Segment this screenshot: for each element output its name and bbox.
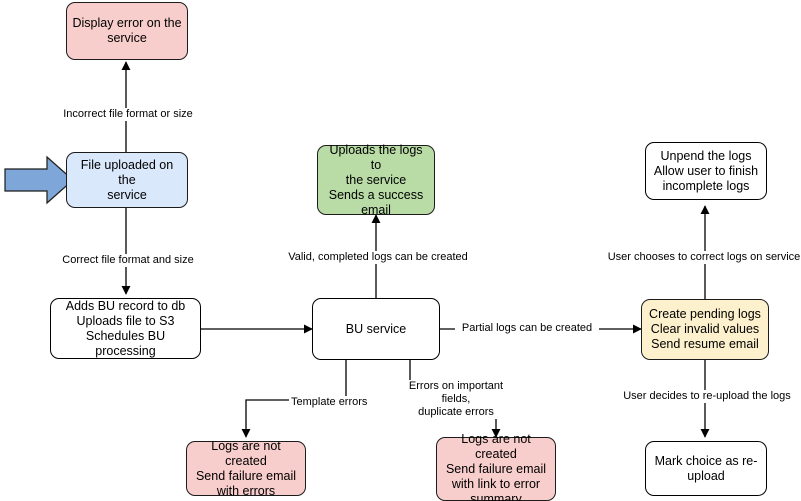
edge-label-valid-completed-logs: Valid, completed logs can be created (282, 251, 474, 264)
node-mark-choice-reupload[interactable]: Mark choice as re- upload (645, 441, 767, 496)
edge-label-correct-file-format: Correct file format and size (56, 254, 200, 267)
edge-label-template-errors: Template errors (289, 396, 381, 409)
node-logs-not-created-fields[interactable]: Logs are not created Send failure email … (436, 432, 556, 501)
edge-label-user-reupload: User decides to re-upload the logs (612, 390, 801, 403)
node-adds-bu-record[interactable]: Adds BU record to db Uploads file to S3 … (50, 298, 201, 359)
edge-label-partial-logs: Partial logs can be created (455, 322, 599, 335)
blue-entry-arrow-icon (4, 155, 74, 205)
edge-label-correct-logs-on-service: User chooses to correct logs on service (603, 251, 801, 264)
node-logs-not-created-template[interactable]: Logs are not created Send failure email … (186, 439, 306, 498)
node-file-uploaded[interactable]: File uploaded on the service (66, 152, 188, 208)
node-unpend-logs[interactable]: Unpend the logs Allow user to finish inc… (645, 142, 767, 200)
node-bu-service[interactable]: BU service (312, 298, 440, 360)
node-uploads-logs[interactable]: Uploads the logs to the service Sends a … (317, 143, 435, 217)
edge-label-field-duplicate-errors: Errors on important fields, duplicate er… (392, 380, 520, 419)
node-display-error[interactable]: Display error on the service (66, 2, 188, 60)
edge-label-incorrect-file-format: Incorrect file format or size (56, 108, 200, 121)
node-create-pending-logs[interactable]: Create pending logs Clear invalid values… (641, 299, 769, 360)
